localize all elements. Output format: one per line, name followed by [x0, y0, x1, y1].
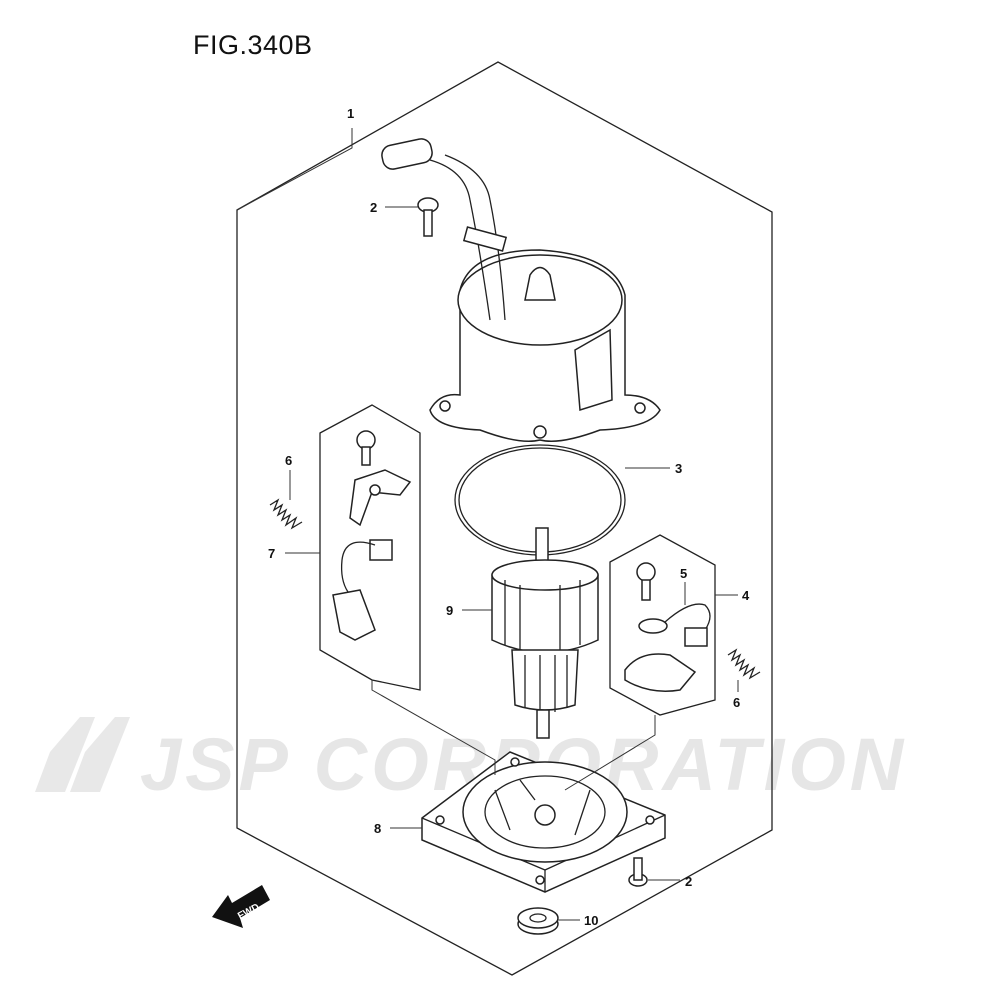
- spring-right: [727, 648, 761, 680]
- leader-lines: [236, 128, 739, 921]
- callout-6-left: 6: [285, 453, 292, 468]
- washer: [517, 907, 559, 935]
- callout-2-bottom: 2: [685, 874, 692, 889]
- callout-1: 1: [347, 106, 354, 121]
- fwd-arrow-icon: FWD: [212, 885, 270, 928]
- armature: [491, 527, 599, 739]
- brush-holder-right-parts: [624, 562, 711, 692]
- callout-9: 9: [446, 603, 453, 618]
- end-frame: [421, 751, 666, 893]
- spring-left: [269, 498, 303, 530]
- callout-5: 5: [680, 566, 687, 581]
- callout-6-right: 6: [733, 695, 740, 710]
- brush-holder-outline-left: [319, 404, 421, 691]
- callout-2-top: 2: [370, 200, 377, 215]
- motor-housing: [381, 138, 661, 442]
- assembly-outline: [236, 61, 773, 976]
- callout-3: 3: [675, 461, 682, 476]
- callout-10: 10: [584, 913, 598, 928]
- screw-bottom: [628, 857, 648, 887]
- callout-4: 4: [742, 588, 750, 603]
- callout-8: 8: [374, 821, 381, 836]
- screw-top: [417, 197, 439, 237]
- brush-holder-left-parts: [332, 430, 412, 641]
- callout-7: 7: [268, 546, 275, 561]
- figure-title: FIG.340B: [193, 30, 313, 60]
- brush-holder-outline-right: [609, 534, 716, 716]
